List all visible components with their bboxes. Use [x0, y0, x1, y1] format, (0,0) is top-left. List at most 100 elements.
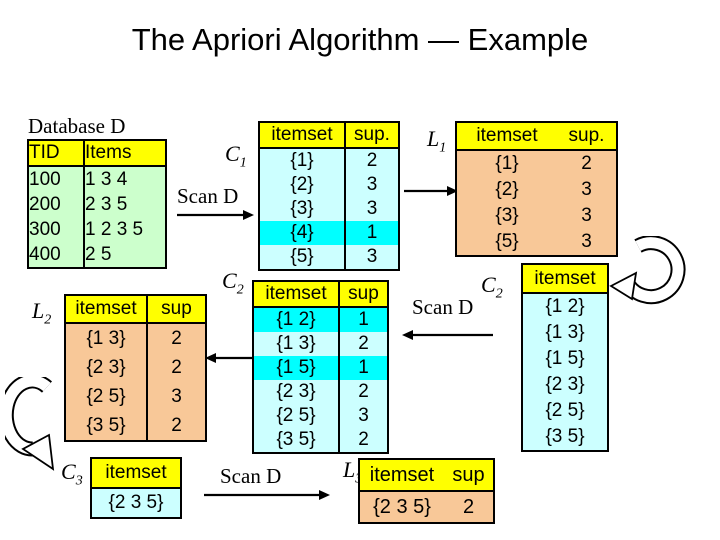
- table-header-row: itemset: [91, 458, 181, 489]
- l1-cell: 3: [557, 203, 617, 229]
- l1-label: L1: [427, 126, 446, 156]
- left-arrow-icon: [402, 330, 493, 340]
- c3-table: itemset {2 3 5}: [90, 457, 182, 519]
- table-row: {2 3} 2: [65, 353, 206, 382]
- db-cell: 1 3 4: [84, 166, 166, 192]
- c2-cand-header: itemset: [522, 264, 608, 294]
- c1-cell: 1: [345, 221, 399, 245]
- table-row: {2 5}: [522, 398, 608, 424]
- c3-label-letter: C: [61, 459, 76, 484]
- l3-header-sup: sup: [444, 459, 494, 492]
- l2-cell: 3: [147, 382, 206, 411]
- right-arrow-icon: [177, 210, 254, 220]
- table-header-row: itemset sup: [359, 459, 494, 492]
- c2-cand-cell: {3 5}: [522, 424, 608, 451]
- c2-cand-cell: {1 2}: [522, 293, 608, 320]
- l2-label-letter: L: [32, 298, 45, 323]
- table-row: 200 2 3 5: [28, 192, 166, 217]
- l2-cell: {2 5}: [65, 382, 148, 411]
- c2-cell: 3: [339, 404, 388, 428]
- c2-header-itemset: itemset: [253, 281, 340, 308]
- db-cell: 300: [28, 217, 85, 242]
- table-header-row: itemset sup.: [259, 122, 399, 149]
- c1-cell: {1}: [259, 148, 346, 173]
- table-row: {5} 3: [456, 229, 617, 256]
- c2-cell: 1: [339, 307, 388, 332]
- table-row: {1 2}: [522, 293, 608, 320]
- c2-count-label-letter: C: [222, 268, 237, 293]
- database-d-label: Database D: [28, 114, 126, 138]
- l1-cell: {1}: [456, 150, 557, 177]
- c1-cell: 3: [345, 197, 399, 221]
- l3-cell: 2: [444, 491, 494, 523]
- c2-cand-cell: {2 5}: [522, 398, 608, 424]
- curved-down-left-arrow-icon: [609, 236, 686, 305]
- c2-count-table: itemset sup {1 2} 1 {1 3} 2 {1 5} 1 {2 3…: [252, 280, 389, 454]
- db-header-items: Items: [84, 140, 166, 167]
- l1-cell: {2}: [456, 177, 557, 203]
- table-row: {1 5}: [522, 346, 608, 372]
- table-header-row: itemset sup: [65, 295, 206, 324]
- table-row-highlighted: {4} 1: [259, 221, 399, 245]
- scan-d-label-3: Scan D: [220, 464, 282, 488]
- l2-cell: 2: [147, 353, 206, 382]
- l1-label-letter: L: [427, 126, 440, 151]
- c1-table: itemset sup. {1} 2 {2} 3 {3} 3 {4} 1 {5}…: [258, 121, 400, 271]
- right-arrow-icon: [204, 490, 330, 500]
- scan-d-label-1: Scan D: [177, 184, 239, 208]
- c2-cell: 2: [339, 380, 388, 404]
- table-row: {3} 3: [259, 197, 399, 221]
- table-row: {2 3} 2: [253, 380, 388, 404]
- c1-label: C1: [225, 141, 247, 171]
- table-row: 300 1 2 3 5: [28, 217, 166, 242]
- db-cell: 1 2 3 5: [84, 217, 166, 242]
- c2-count-label: C2: [222, 268, 244, 298]
- db-cell: 2 3 5: [84, 192, 166, 217]
- db-header-tid: TID: [28, 140, 85, 167]
- table-row: {2 5} 3: [253, 404, 388, 428]
- c1-header-sup: sup.: [345, 122, 399, 149]
- l1-cell: 3: [557, 177, 617, 203]
- l1-table: itemset sup. {1} 2 {2} 3 {3} 3 {5} 3: [455, 121, 618, 257]
- db-cell: 2 5: [84, 242, 166, 268]
- table-row: {3 5}: [522, 424, 608, 451]
- table-row: {2 3}: [522, 372, 608, 398]
- c2-cand-cell: {1 5}: [522, 346, 608, 372]
- c1-cell: {2}: [259, 173, 346, 197]
- table-row: {2} 3: [259, 173, 399, 197]
- table-row: {3 5} 2: [65, 411, 206, 441]
- table-row: {3 5} 2: [253, 428, 388, 453]
- c3-header: itemset: [91, 458, 181, 489]
- c2-cell: {1 2}: [253, 307, 340, 332]
- l2-label: L2: [32, 298, 51, 328]
- l1-cell: {5}: [456, 229, 557, 256]
- l3-cell: {2 3 5}: [359, 491, 444, 523]
- page-title: The Apriori Algorithm — Example: [131, 22, 589, 57]
- table-row: {2} 3: [456, 177, 617, 203]
- c2-count-label-sub: 2: [236, 282, 244, 298]
- c1-label-sub: 1: [239, 155, 247, 171]
- l1-cell: 3: [557, 229, 617, 256]
- db-cell: 100: [28, 166, 85, 192]
- c3-label: C3: [61, 459, 83, 489]
- scan-d-label-2: Scan D: [412, 295, 474, 319]
- l2-cell: {3 5}: [65, 411, 148, 441]
- table-row: 100 1 3 4: [28, 166, 166, 192]
- table-row: 400 2 5: [28, 242, 166, 268]
- l1-cell: 2: [557, 150, 617, 177]
- l2-cell: 2: [147, 411, 206, 441]
- left-arrow-icon: [205, 353, 252, 363]
- l3-header-itemset: itemset: [359, 459, 444, 492]
- l1-header-sup: sup.: [557, 122, 617, 151]
- table-header-row: TID Items: [28, 140, 166, 167]
- l2-header-sup: sup: [147, 295, 206, 324]
- l1-label-sub: 1: [439, 140, 447, 156]
- c2-label-sub: 2: [495, 286, 503, 302]
- table-row: {1 3} 2: [65, 323, 206, 353]
- c3-cell: {2 3 5}: [91, 488, 181, 518]
- l2-table: itemset sup {1 3} 2 {2 3} 2 {2 5} 3 {3 5…: [64, 294, 207, 442]
- table-row: {1} 2: [456, 150, 617, 177]
- l1-cell: {3}: [456, 203, 557, 229]
- table-row: {1} 2: [259, 148, 399, 173]
- c2-cell: 2: [339, 332, 388, 356]
